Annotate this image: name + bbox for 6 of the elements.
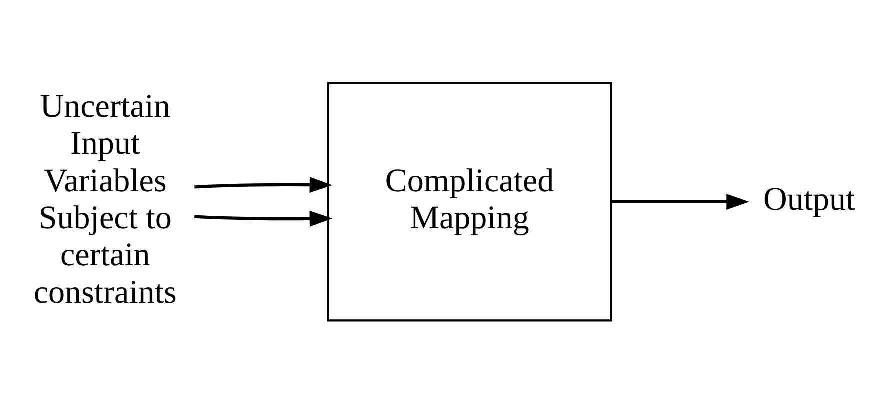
arrow — [611, 194, 750, 210]
arrow — [194, 210, 333, 227]
node-box: Complicated Mapping — [327, 82, 612, 322]
arrow — [194, 177, 333, 194]
node-text: Output — [764, 182, 856, 218]
node-text: Uncertain Input Variables Subject to certain constraints — [34, 88, 177, 311]
